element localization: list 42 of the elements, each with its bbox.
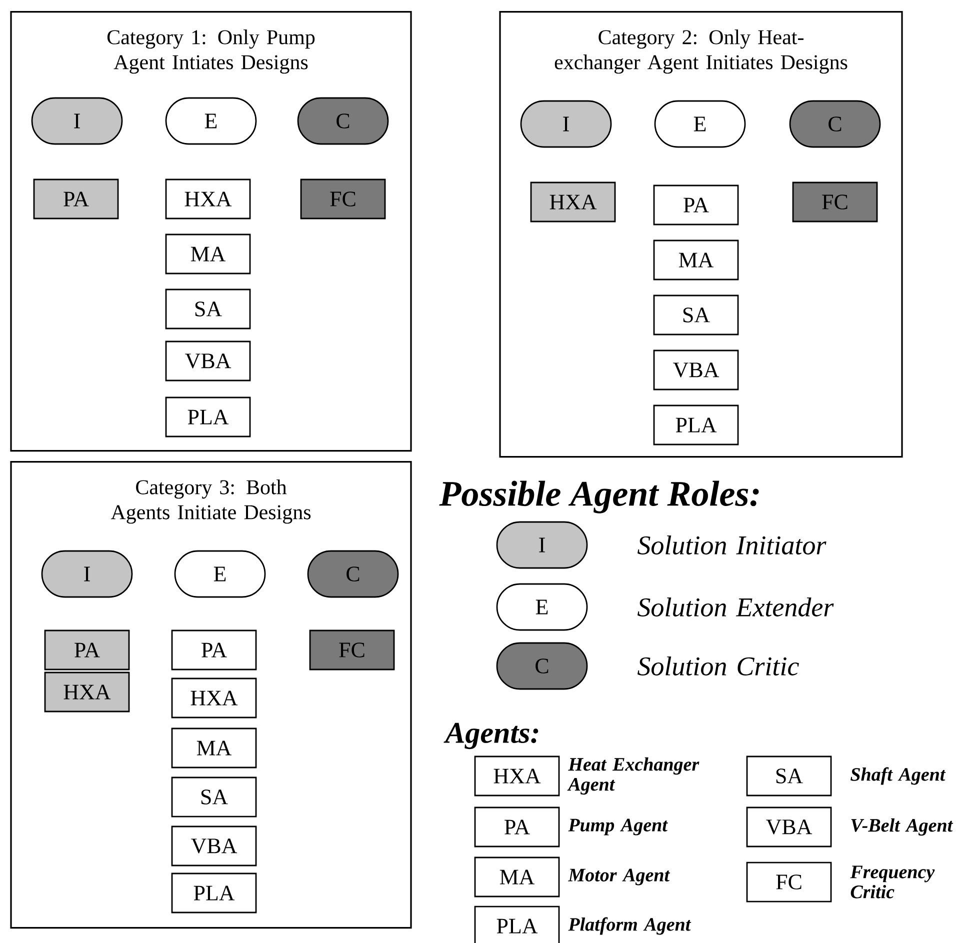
legend-text: Solution Initiator: [638, 535, 826, 555]
agent-box: PLA: [474, 906, 560, 943]
agent-box: MA: [474, 856, 560, 898]
agent-box: HXA: [44, 672, 130, 712]
agent-box: MA: [171, 728, 257, 768]
legend-heading: Possible Agent Roles:: [439, 480, 759, 514]
legend-text: Motor Agent: [568, 868, 670, 886]
legend-text: Solution Critic: [638, 656, 799, 676]
agent-box: PA: [653, 184, 739, 226]
legend-text: Heat Exchanger Agent: [567, 757, 700, 795]
agent-box: VBA: [171, 826, 257, 866]
agent-box: FC: [746, 862, 832, 902]
agent-box: FC: [792, 182, 878, 222]
agent-box: HXA: [171, 678, 257, 718]
legend-text: V-Belt Agent: [851, 818, 954, 836]
agent-box: PA: [33, 178, 119, 220]
agent-box: HXA: [530, 182, 616, 222]
agent-box: PLA: [653, 404, 739, 446]
agent-box: PA: [474, 806, 560, 848]
agent-box: HXA: [165, 178, 251, 220]
agent-box: PLA: [165, 396, 251, 438]
legend-text: Solution Extender: [638, 597, 834, 617]
agent-box: PLA: [171, 872, 257, 914]
agent-box: FC: [300, 178, 386, 220]
agent-box: MA: [653, 240, 739, 280]
legend-text: Platform Agent: [568, 917, 692, 935]
agent-box: VBA: [165, 340, 251, 382]
legend-text: Frequency Critic: [850, 866, 935, 898]
agent-box: SA: [165, 288, 251, 330]
agent-box: MA: [165, 234, 251, 274]
legend-heading: Agents:: [444, 722, 538, 750]
agent-box: SA: [171, 776, 257, 818]
agent-box: PA: [44, 630, 130, 670]
legend-text: Shaft Agent: [850, 767, 946, 785]
agent-box: VBA: [746, 806, 832, 848]
agent-box: SA: [653, 294, 739, 336]
agent-box: SA: [746, 756, 832, 796]
agent-box: VBA: [653, 350, 739, 390]
agent-box: PA: [171, 630, 257, 670]
legend-text: Pump Agent: [568, 818, 668, 836]
agent-box: FC: [309, 630, 395, 670]
agent-box: HXA: [474, 756, 560, 796]
